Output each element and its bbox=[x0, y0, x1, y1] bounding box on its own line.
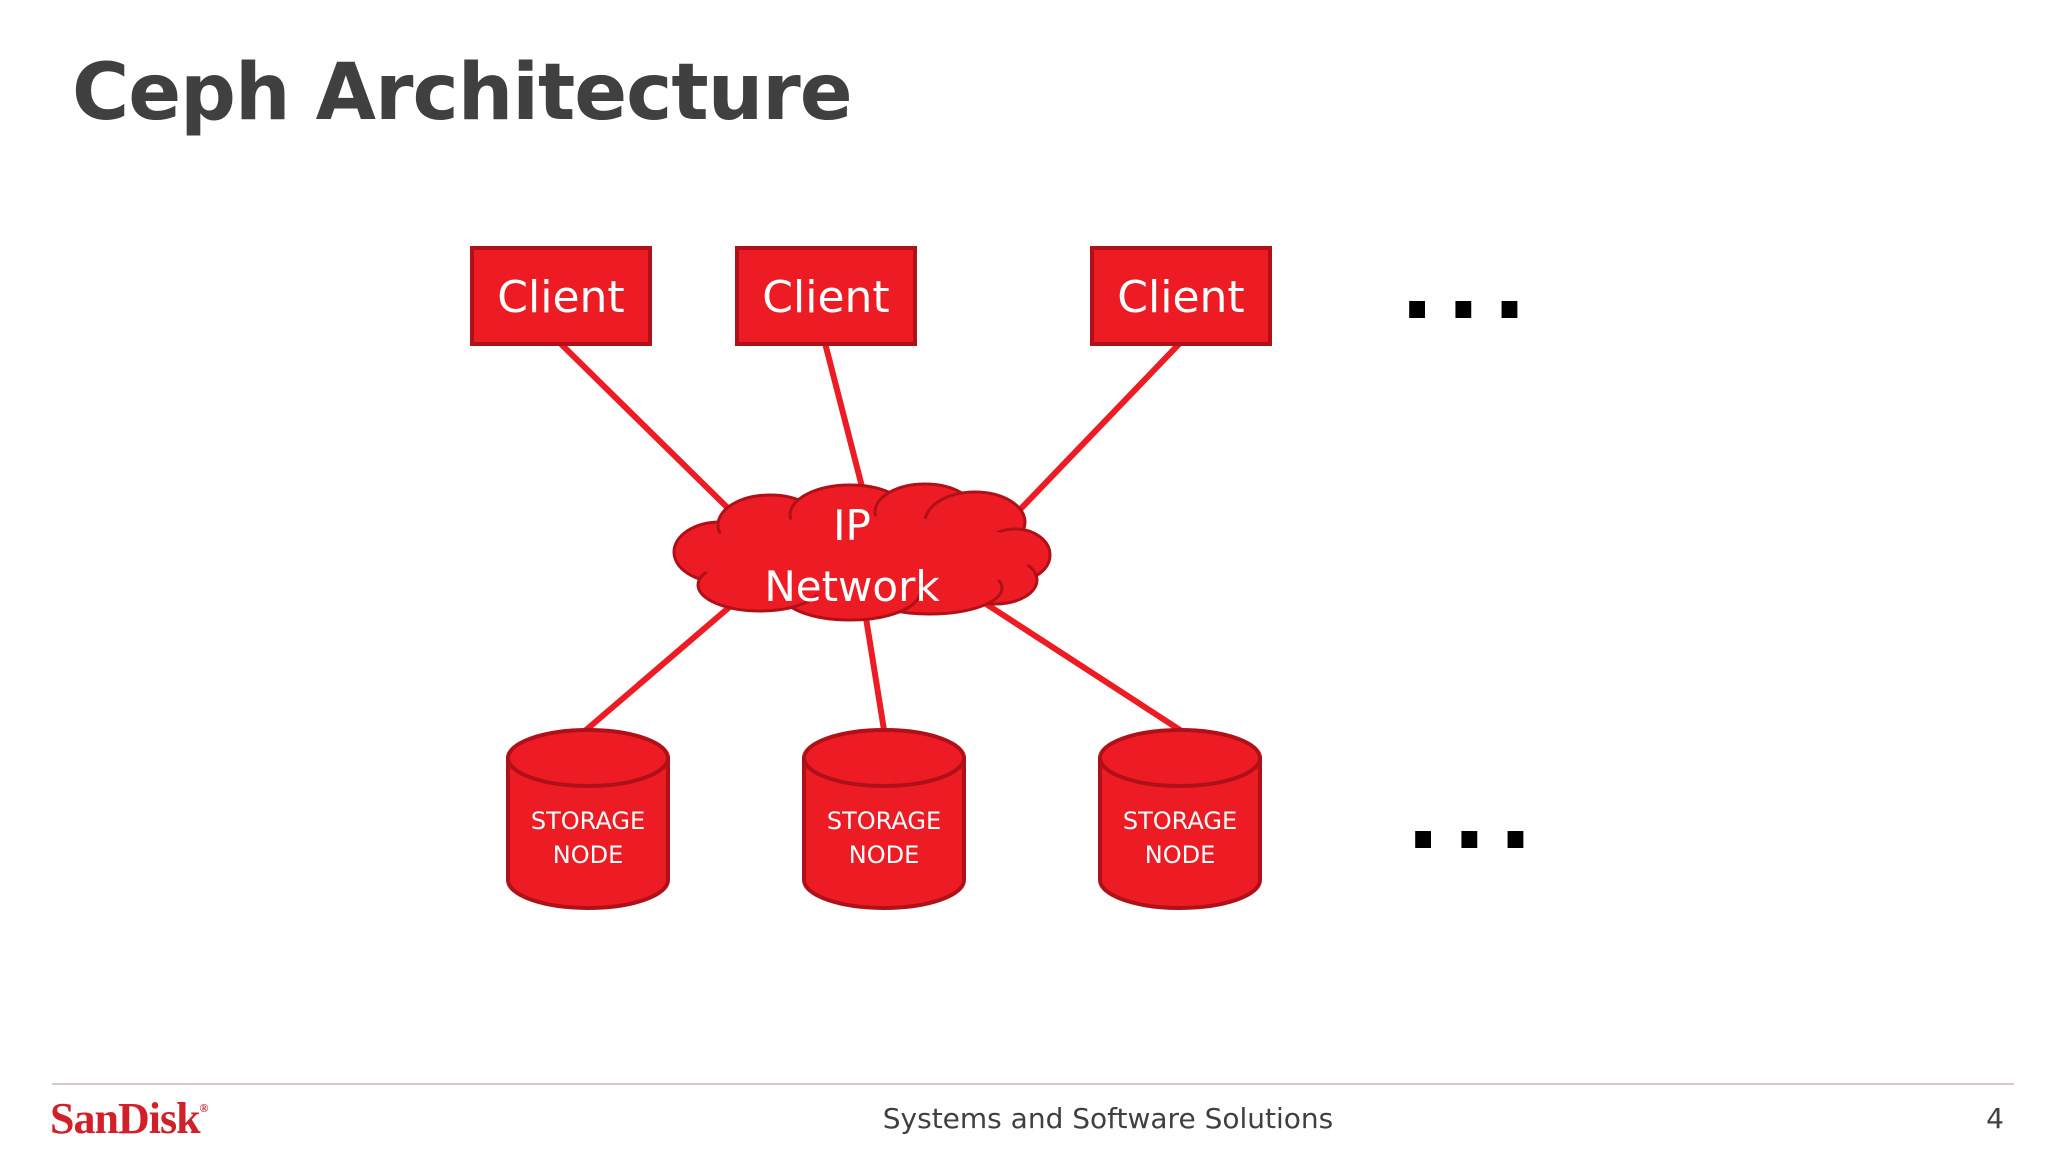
network-label-line1: IP bbox=[833, 501, 871, 550]
storage-label-line2: NODE bbox=[553, 841, 624, 869]
more-storage-ellipsis: ... bbox=[1406, 765, 1545, 870]
svg-text:...: ... bbox=[1406, 765, 1545, 870]
client-box-1: Client bbox=[470, 246, 652, 346]
client-box-3: Client bbox=[1090, 246, 1272, 346]
connectors bbox=[557, 340, 1183, 733]
connector-storage-2 bbox=[863, 615, 887, 733]
storage-label-line2: NODE bbox=[849, 841, 920, 869]
connector-client-1 bbox=[557, 340, 743, 523]
storage-label-line2: NODE bbox=[1145, 841, 1216, 869]
storage-label-line1: STORAGE bbox=[827, 807, 941, 835]
storage-label-line1: STORAGE bbox=[1123, 807, 1237, 835]
storage-node-1: STORAGE NODE bbox=[506, 728, 670, 910]
connector-storage-1 bbox=[583, 595, 743, 733]
storage-node-3: STORAGE NODE bbox=[1098, 728, 1262, 910]
connector-client-2 bbox=[822, 340, 871, 513]
logo-registered-mark: ® bbox=[199, 1101, 209, 1115]
svg-text:...: ... bbox=[1400, 235, 1539, 340]
footer-divider bbox=[52, 1083, 2014, 1085]
client-label: Client bbox=[1117, 272, 1244, 323]
logo-text: SanDisk bbox=[50, 1094, 201, 1143]
storage-node-2: STORAGE NODE bbox=[802, 728, 966, 910]
client-label: Client bbox=[762, 272, 889, 323]
more-clients-ellipsis: ... bbox=[1400, 235, 1539, 340]
storage-label-line1: STORAGE bbox=[531, 807, 645, 835]
sandisk-logo: SanDisk® bbox=[50, 1093, 209, 1144]
connector-client-3 bbox=[1007, 340, 1183, 523]
client-label: Client bbox=[497, 272, 624, 323]
page-number: 4 bbox=[1986, 1102, 2004, 1135]
connector-storage-3 bbox=[977, 597, 1183, 733]
page-title: Ceph Architecture bbox=[72, 48, 853, 138]
network-label-line2: Network bbox=[764, 562, 940, 611]
footer-text: Systems and Software Solutions bbox=[882, 1102, 1334, 1135]
ip-network-cloud: IP Network bbox=[672, 482, 1052, 622]
client-box-2: Client bbox=[735, 246, 917, 346]
